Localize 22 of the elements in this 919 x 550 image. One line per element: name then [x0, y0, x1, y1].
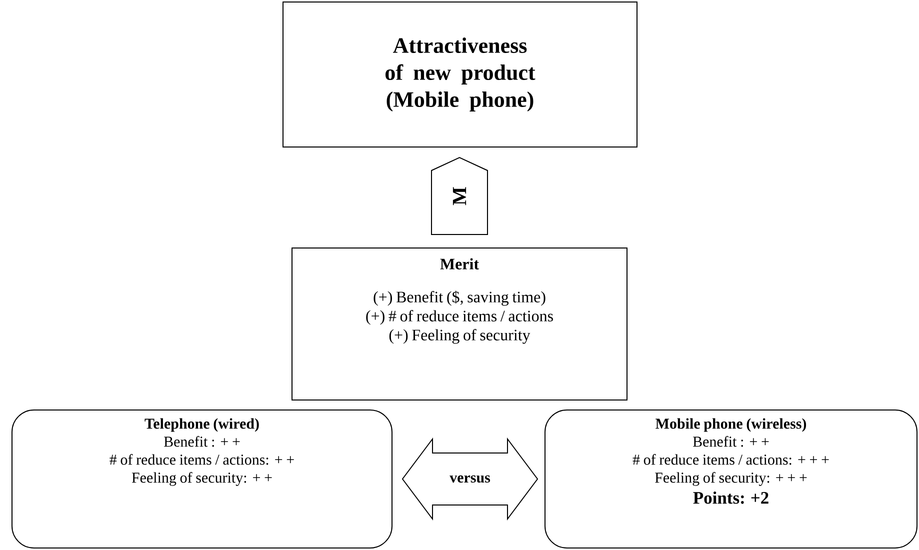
text-line: Benefit : + +	[693, 436, 769, 447]
block-arrow	[402, 438, 538, 520]
edge-label: M	[452, 187, 466, 206]
edge-label: versus	[450, 475, 490, 483]
text-line: # of reduce items / actions: + + +	[632, 454, 829, 465]
text-line: (+) Feeling of security	[389, 329, 530, 344]
text-line: Feeling of security: + + +	[655, 472, 807, 486]
text-box	[292, 248, 628, 400]
text-box	[282, 2, 638, 148]
heading: Merit	[440, 258, 479, 270]
text-line: Feeling of security: + +	[132, 472, 272, 486]
rounded-box	[12, 410, 392, 548]
rounded-box	[544, 410, 918, 548]
text-line: (+) # of reduce items / actions	[366, 310, 553, 325]
text-line: # of reduce items / actions: + +	[110, 454, 294, 465]
text-line: Points: +2	[693, 491, 768, 504]
text-line: Benefit : + +	[164, 436, 240, 447]
heading: Telephone (wired)	[144, 418, 259, 432]
heading: Attractiveness of new product (Mobile phone)	[386, 38, 536, 112]
text-line: (+) Benefit ($, saving time)	[374, 290, 546, 306]
block-arrow	[431, 156, 488, 235]
heading: Mobile phone (wireless)	[656, 418, 806, 432]
